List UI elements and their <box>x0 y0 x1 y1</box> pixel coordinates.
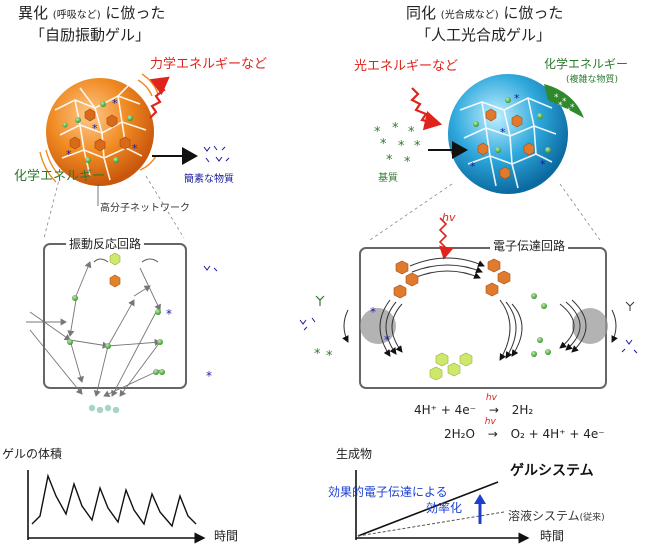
svg-text:*: * <box>370 305 376 319</box>
svg-text:*: * <box>398 139 405 154</box>
svg-text:*: * <box>554 93 559 103</box>
right-heading-suffix: に倣った <box>503 4 564 22</box>
svg-text:*: * <box>566 107 571 117</box>
equation-2: 2H₂O hv → O₂ + 4H⁺ + 4e⁻ <box>444 418 605 441</box>
eq1-hv: hv <box>485 393 497 403</box>
svg-text:*: * <box>384 333 390 347</box>
left-heading-subtitle: 「自励振動ゲル」 <box>30 26 151 44</box>
solution-system-label: 溶液システム(従来) <box>508 510 605 523</box>
svg-text:*: * <box>470 160 476 173</box>
svg-text:*: * <box>326 349 333 364</box>
eq2-reactants: 2H₂O <box>444 427 475 441</box>
svg-text:*: * <box>404 155 411 170</box>
left-heading: 異化 (呼吸など) に倣った <box>18 6 165 21</box>
svg-text:*: * <box>414 139 421 154</box>
svg-text:*: * <box>66 148 72 161</box>
right-heading-paren: (光合成など) <box>440 10 499 21</box>
hv-top-label: hv <box>442 211 456 224</box>
right-chemical-energy-label: 化学エネルギー <box>544 57 629 71</box>
right-time-axis-label: 時間 <box>540 529 565 543</box>
svg-text:*: * <box>374 125 381 140</box>
product-axis-label: 生成物 <box>336 447 373 461</box>
complex-substance-label: (複雑な物質) <box>566 75 619 85</box>
svg-text:*: * <box>166 307 172 321</box>
oscillating-gel: * * * * <box>39 73 230 206</box>
eq1-arrow: → <box>488 403 499 417</box>
svg-text:*: * <box>562 97 567 107</box>
svg-text:*: * <box>558 101 563 111</box>
electron-transfer-circuit-box: * * * * <box>299 217 638 389</box>
left-heading-main: 異化 <box>18 4 49 22</box>
efficiency-label-line1: 効果的電子伝達による <box>328 485 448 499</box>
right-heading: 同化 (光合成など) に倣った <box>406 6 563 21</box>
left-time-axis-label: 時間 <box>214 529 239 543</box>
eq2-hv: hv <box>484 417 496 427</box>
svg-text:*: * <box>500 126 506 139</box>
eq1-arrow-group: hv → <box>480 394 508 417</box>
svg-text:*: * <box>92 122 98 135</box>
efficiency-label-line2: 効率化 <box>426 501 463 515</box>
electron-circuit-title: 電子伝達回路 <box>490 240 569 252</box>
svg-text:*: * <box>206 369 212 383</box>
gel-volume-graph <box>27 470 206 544</box>
svg-text:*: * <box>540 158 546 171</box>
svg-text:*: * <box>314 347 321 362</box>
eq2-arrow: → <box>487 427 498 441</box>
mechanical-energy-label: 力学エネルギーなど <box>150 57 268 72</box>
polymer-network-label: 高分子ネットワーク <box>100 203 190 214</box>
svg-text:*: * <box>392 121 399 136</box>
product-graph <box>355 470 530 544</box>
svg-text:*: * <box>408 125 415 140</box>
eq2-products: O₂ + 4H⁺ + 4e⁻ <box>510 427 605 441</box>
svg-text:*: * <box>386 153 393 168</box>
oscillation-circuit-title: 振動反応回路 <box>66 238 145 250</box>
substrate-stars: *** *** ** <box>374 121 421 170</box>
left-heading-paren: (呼吸など) <box>52 10 101 21</box>
right-heading-main: 同化 <box>406 4 437 22</box>
svg-text:*: * <box>570 103 575 113</box>
light-energy-label: 光エネルギーなど <box>354 59 459 74</box>
oscillation-circuit-box: ** <box>26 243 218 414</box>
conventional-note: (従来) <box>579 513 605 523</box>
left-chemical-energy-label: 化学エネルギー <box>14 169 106 184</box>
left-heading-suffix: に倣った <box>105 4 166 22</box>
eq2-arrow-group: hv → <box>479 418 507 441</box>
substrate-label: 基質 <box>378 173 398 184</box>
eq1-reactants: 4H⁺ + 4e⁻ <box>414 403 477 417</box>
solution-system-text: 溶液システム <box>508 509 580 523</box>
eq1-products: 2H₂ <box>511 403 534 417</box>
svg-text:*: * <box>132 142 138 155</box>
svg-text:*: * <box>112 97 118 110</box>
gel-volume-axis-label: ゲルの体積 <box>2 447 63 461</box>
svg-text:*: * <box>514 92 520 105</box>
photosynthesis-gel: ** ** *** ** <box>410 74 584 194</box>
right-heading-subtitle: 「人工光合成ゲル」 <box>416 26 552 44</box>
gel-system-label: ゲルシステム <box>510 463 594 479</box>
svg-text:*: * <box>380 137 387 152</box>
equation-1: 4H⁺ + 4e⁻ hv → 2H₂ <box>414 394 534 417</box>
simple-substance-label: 簡素な物質 <box>184 174 234 185</box>
